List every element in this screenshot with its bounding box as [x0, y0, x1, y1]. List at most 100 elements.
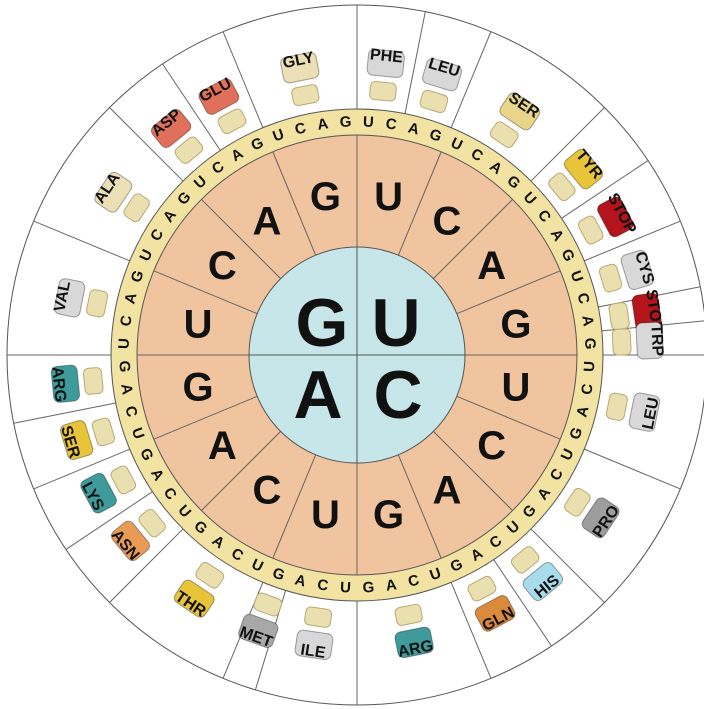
- amino-acid-label: GLY: [281, 49, 315, 72]
- backbone-block: [564, 487, 591, 517]
- second-base-letter: A: [477, 244, 506, 288]
- side-chain-block: [238, 613, 279, 649]
- second-base-letter: C: [477, 424, 506, 468]
- second-ring-divider: [456, 270, 561, 315]
- second-ring-divider: [153, 395, 258, 440]
- third-base-letter: G: [339, 114, 351, 132]
- side-chain-block: [280, 51, 320, 84]
- second-base-letter: U: [311, 493, 340, 537]
- side-chain-block: [150, 108, 192, 149]
- second-ring-divider: [201, 431, 281, 511]
- second-base-letter: A: [253, 199, 282, 243]
- amino-acid-divider: [222, 31, 264, 128]
- third-base-letter: A: [406, 119, 421, 138]
- second-base-letter: G: [183, 366, 214, 410]
- amino-acid-label: VAL: [51, 279, 74, 313]
- side-chain-block: [53, 278, 86, 318]
- second-base-letter: U: [374, 175, 403, 219]
- backbone-block: [83, 367, 104, 395]
- amino-acid-divider: [162, 63, 221, 151]
- side-chain-block: [294, 629, 334, 661]
- third-base-letter: A: [573, 404, 592, 419]
- amino-acid-ser: SER: [57, 417, 116, 461]
- amino-acid-label: LEU: [640, 396, 663, 431]
- side-chain-block: [173, 579, 215, 618]
- third-base-letter: U: [428, 565, 444, 585]
- backbone-block: [548, 172, 576, 202]
- amino-acid-divider: [584, 448, 681, 490]
- third-base-letter: G: [270, 564, 287, 584]
- second-ring-divider: [272, 151, 317, 256]
- backbone-block: [138, 508, 166, 538]
- second-base-letter: A: [208, 424, 237, 468]
- amino-acid-arg: ARG: [394, 603, 435, 661]
- third-base-letter: A: [117, 383, 135, 396]
- backbone-block: [611, 328, 632, 356]
- backbone-block: [394, 603, 423, 626]
- center-letter-u: U: [371, 285, 420, 361]
- side-chain-block: [620, 249, 655, 290]
- amino-acid-divider: [65, 491, 153, 550]
- third-base-letter: A: [385, 576, 398, 594]
- third-base-letter: U: [271, 126, 287, 146]
- amino-acid-label: STOP: [642, 288, 665, 334]
- backbone-block: [489, 121, 519, 148]
- backbone-block: [110, 465, 137, 495]
- third-base-letter: U: [363, 114, 375, 132]
- backbone-block: [608, 302, 630, 331]
- backbone-block: [174, 136, 204, 164]
- amino-acid-divider: [404, 11, 426, 114]
- third-base-letter: G: [362, 579, 374, 597]
- amino-acid-divider: [13, 402, 116, 424]
- backbone-block: [86, 289, 109, 318]
- backbone-block: [467, 575, 497, 602]
- amino-acid-phe: PHE: [366, 46, 405, 102]
- backbone-block: [253, 592, 283, 617]
- third-base-letter: G: [566, 425, 586, 442]
- side-chain-block: [110, 520, 151, 562]
- side-chain-block: [394, 626, 434, 659]
- third-base-letter: A: [316, 115, 329, 133]
- amino-acid-divider: [450, 31, 492, 128]
- center-letter-g: G: [296, 285, 349, 361]
- backbone-block: [123, 193, 150, 223]
- backbone-block: [291, 84, 320, 107]
- side-chain-block: [474, 595, 516, 632]
- amino-acid-arg: ARG: [48, 364, 104, 403]
- second-base-letter: G: [373, 493, 404, 537]
- third-base-letter: U: [128, 426, 148, 442]
- backbone-block: [369, 81, 397, 102]
- amino-acid-gln: GLN: [467, 575, 517, 635]
- third-base-letter: C: [406, 571, 421, 590]
- third-base-letter: A: [121, 291, 140, 306]
- backbone-block: [510, 546, 540, 574]
- second-base-letter: U: [184, 302, 213, 346]
- second-base-letter: U: [501, 366, 530, 410]
- amino-acid-divider: [450, 582, 492, 679]
- third-base-letter: C: [121, 404, 140, 419]
- backbone-block: [217, 108, 247, 135]
- amino-acid-divider: [561, 160, 649, 219]
- second-base-letter: C: [433, 199, 462, 243]
- second-base-letter: G: [500, 302, 531, 346]
- amino-acid-label: ARG: [396, 637, 434, 661]
- amino-acid-asp: ASP: [149, 106, 204, 164]
- center-letter-a: A: [293, 357, 342, 433]
- second-ring-divider: [201, 199, 281, 279]
- backbone-block: [419, 89, 449, 114]
- amino-acid-leu: LEU: [605, 392, 663, 432]
- backbone-block: [195, 562, 225, 589]
- side-chain-block: [597, 196, 634, 238]
- amino-acid-stop: STOP: [608, 288, 665, 334]
- third-base-letter: G: [116, 360, 134, 372]
- amino-acid-ala: ALA: [91, 170, 150, 223]
- side-chain-block: [628, 392, 661, 432]
- amino-acid-divider: [33, 448, 130, 490]
- amino-acid-trp: TRP: [611, 321, 666, 360]
- side-chain-block: [563, 148, 604, 190]
- backbone-block: [91, 417, 116, 447]
- second-base-letter: A: [433, 469, 462, 513]
- second-ring-divider: [397, 151, 442, 256]
- amino-acid-divider: [33, 220, 130, 262]
